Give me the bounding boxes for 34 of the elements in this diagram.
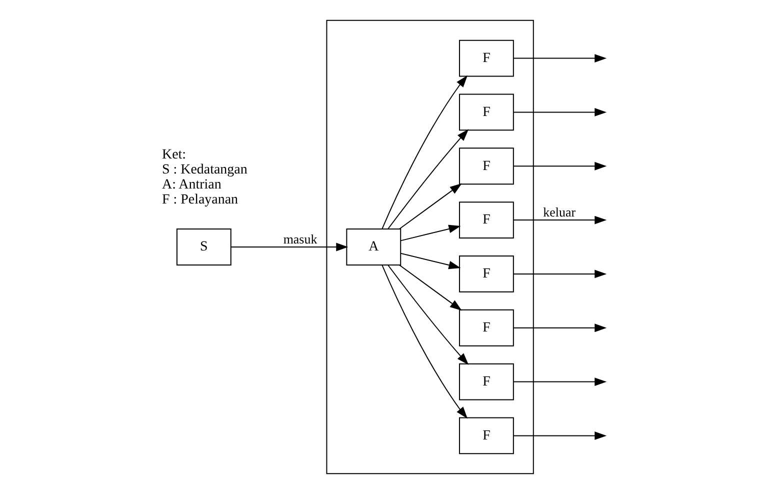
- node-box: F: [459, 363, 514, 400]
- arrow: [399, 264, 462, 311]
- arrow: [513, 54, 607, 62]
- arrow: [400, 224, 461, 242]
- arrow: [513, 378, 607, 386]
- node-box: F: [459, 94, 514, 131]
- arrow: [513, 432, 607, 440]
- label: A: Antrian: [162, 177, 222, 192]
- arrow: [513, 162, 607, 170]
- label: F : Pelayanan: [162, 192, 238, 208]
- node-box: F: [459, 40, 514, 77]
- node-box: F: [459, 417, 514, 454]
- arrow: [387, 264, 469, 365]
- arrow: [513, 216, 607, 224]
- arrow: [513, 270, 607, 278]
- node-box: F: [459, 148, 514, 185]
- edge-label: keluar: [543, 204, 576, 220]
- arrow: [513, 324, 607, 332]
- label: S : Kedatangan: [162, 162, 248, 178]
- arrow: [382, 264, 468, 419]
- node-box: A: [346, 228, 402, 266]
- arrow: [230, 242, 348, 252]
- arrow: [400, 252, 461, 270]
- arrow: [382, 75, 468, 230]
- node-box: S: [176, 228, 232, 266]
- edge-label: masuk: [283, 231, 318, 246]
- arrow: [513, 108, 607, 116]
- node-box: F: [459, 255, 514, 292]
- node-box: F: [459, 309, 514, 346]
- arrow: [399, 183, 462, 230]
- arrow: [387, 129, 469, 230]
- node-box: F: [459, 202, 514, 239]
- label: Ket:: [162, 147, 186, 162]
- cluster: [326, 20, 534, 474]
